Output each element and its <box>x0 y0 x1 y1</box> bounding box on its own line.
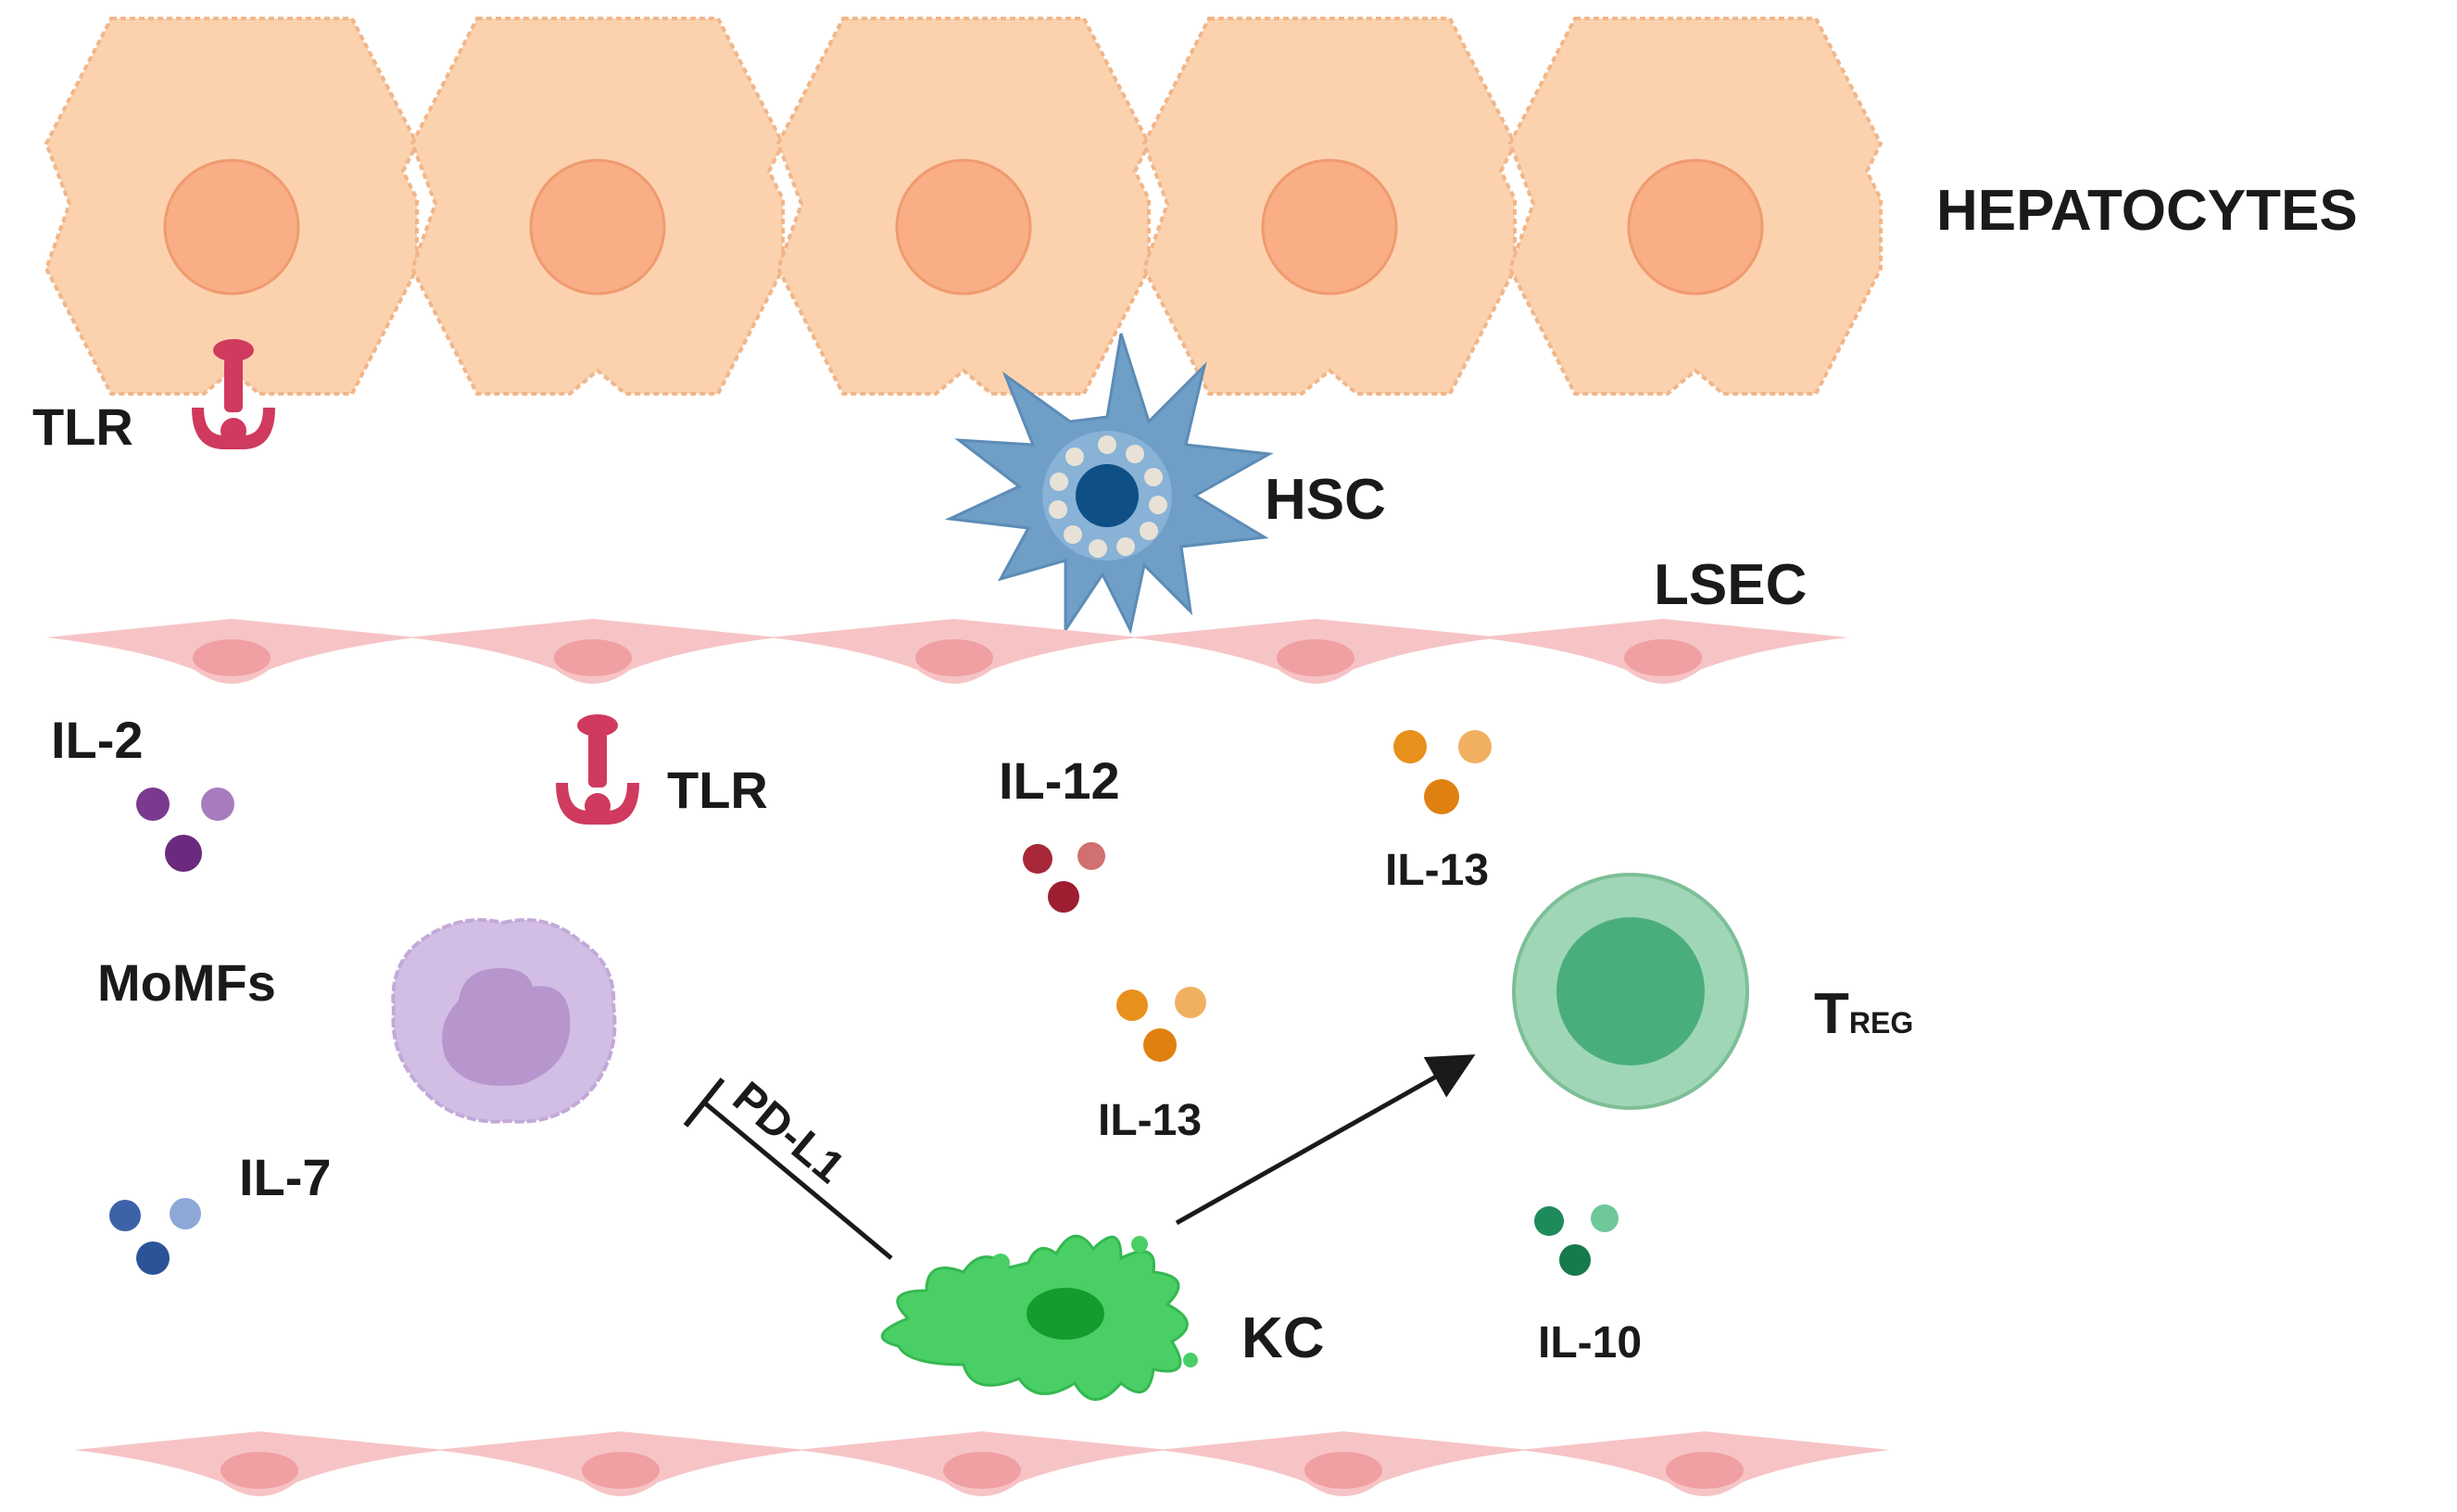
il10-cytokine-cluster <box>1534 1204 1619 1276</box>
hepatocyte-cell <box>410 17 785 396</box>
il2-cytokine-cluster <box>136 788 234 872</box>
hsc-cell <box>944 333 1274 635</box>
lsec-label: LSEC <box>1654 553 1807 617</box>
il7-cytokine-cluster <box>109 1198 201 1275</box>
hepatocyte-cell <box>44 17 419 396</box>
tlr-mid-label: TLR <box>667 761 768 819</box>
hepatocytes-label: HEPATOCYTES <box>1936 179 2358 243</box>
il13-mid-label: IL-13 <box>1098 1096 1202 1145</box>
kc-to-treg-arrow <box>1175 1054 1476 1226</box>
il10-label: IL-10 <box>1538 1318 1642 1367</box>
lsec-layer-bottom <box>74 1431 1890 1496</box>
tlr-top-label: TLR <box>32 397 133 456</box>
momf-cell <box>391 918 617 1124</box>
momfs-label: MoMFs <box>97 953 276 1012</box>
hsc-label: HSC <box>1265 468 1386 532</box>
kc-label: KC <box>1241 1306 1325 1370</box>
lsec-layer-top <box>46 619 1848 684</box>
treg-label: TREG <box>1814 982 1913 1046</box>
hepatocyte-cell <box>1508 17 1883 396</box>
treg-label-subscript: REG <box>1849 1006 1913 1040</box>
il2-label: IL-2 <box>51 711 144 769</box>
il13-top-label: IL-13 <box>1385 846 1489 895</box>
hepatocyte-row <box>44 17 1883 396</box>
il12-label: IL-12 <box>999 751 1120 810</box>
il12-cytokine-cluster <box>1023 842 1105 913</box>
treg-label-main: T <box>1814 982 1849 1046</box>
tlr-receptor-mid <box>556 714 639 825</box>
pdl1-inhibition-line <box>683 1077 893 1260</box>
il13-cytokine-cluster-mid <box>1116 987 1206 1062</box>
il7-label: IL-7 <box>239 1148 332 1206</box>
il13-cytokine-cluster-top <box>1393 730 1492 814</box>
kc-cell <box>880 1234 1198 1401</box>
hepatocyte-cell <box>1142 17 1517 396</box>
hepatocyte-cell <box>776 17 1151 396</box>
treg-cell <box>1512 873 1749 1110</box>
